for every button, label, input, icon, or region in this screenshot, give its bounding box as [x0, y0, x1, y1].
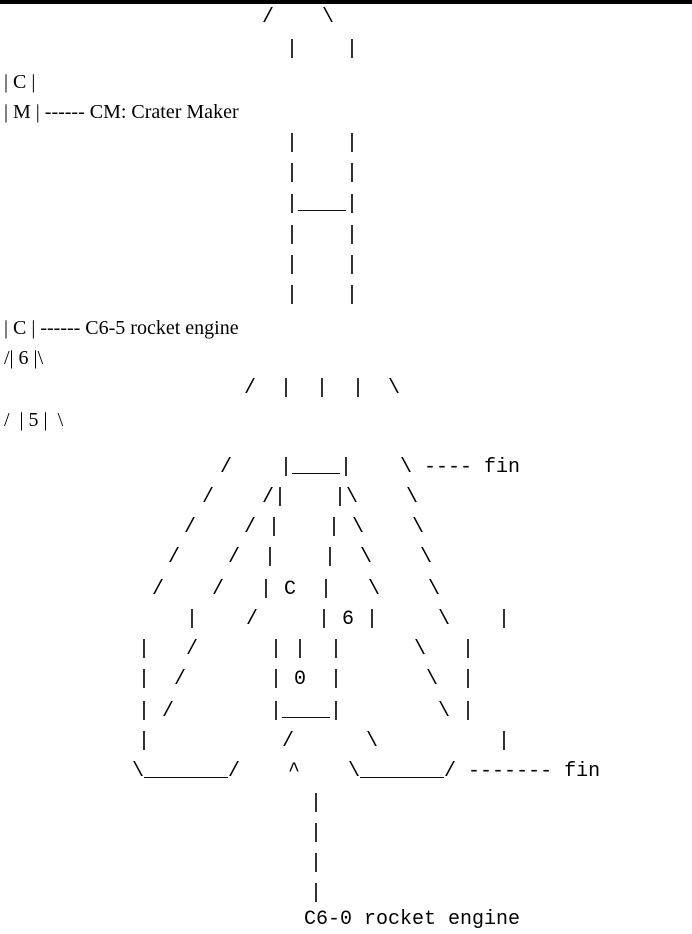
pointer-line-3: |: [310, 852, 323, 875]
nozzle-line: | / \ |: [138, 730, 511, 753]
pointer-line-1: |: [310, 792, 323, 815]
fin-top-label-line: / |____| \ ---- fin: [220, 456, 521, 479]
fin-line-1: / /| |\ \: [202, 486, 419, 509]
mid-body-line-1: | |: [286, 224, 359, 247]
upper-body-divider: |____|: [286, 193, 359, 216]
engine-bar-line: | / | | | \ |: [138, 638, 475, 661]
fin-line-2: / / | | \ \: [184, 516, 425, 539]
lower-body-flare-line: / | | | \: [244, 377, 401, 400]
engine-bottom-line: | / |____| \ |: [138, 700, 475, 723]
pointer-line-2: |: [310, 822, 323, 845]
mid-body-line-2: | |: [286, 254, 359, 277]
c6-5-digit5-line: / | 5 | \: [4, 409, 64, 431]
engine-c-line: / / | C | \ \: [152, 578, 441, 601]
mid-body-line-3: | |: [286, 284, 359, 307]
c6-5-digit-line: /| 6 |\: [4, 347, 44, 369]
fin-bottom-label-line: \_______/ ^ \_______/ ------- fin: [132, 760, 601, 783]
c6-0-engine-label: C6-0 rocket engine: [304, 908, 521, 931]
nose-cone-top-line: / \: [262, 6, 335, 29]
cm-c-line: | C |: [4, 71, 36, 93]
fin-line-3: / / | | \ \: [168, 546, 433, 569]
c6-5-label-line: | C | ------ C6-5 rocket engine: [4, 317, 239, 339]
top-rule: [0, 0, 692, 4]
upper-body-line-2: | |: [286, 162, 359, 185]
cm-label-line: | M | ------ CM: Crater Maker: [4, 101, 239, 123]
upper-body-line-1: | |: [286, 132, 359, 155]
engine-6-line: | / | 6 | \ |: [186, 608, 511, 631]
engine-0-line: | / | 0 | \ |: [138, 668, 475, 691]
nose-body-line: | |: [286, 38, 359, 61]
pointer-line-4: |: [310, 882, 323, 905]
